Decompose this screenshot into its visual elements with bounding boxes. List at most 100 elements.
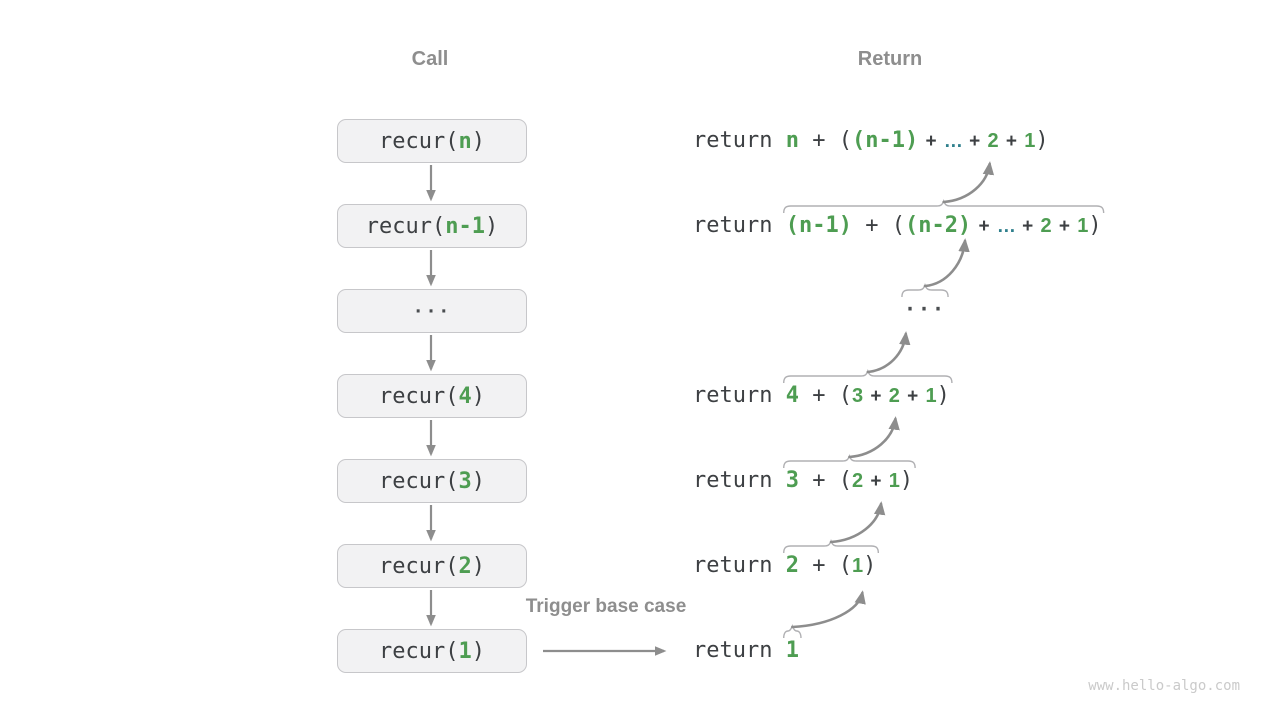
code-token: + — [865, 386, 887, 407]
code-token: return — [693, 638, 786, 663]
code-token: ( — [838, 553, 852, 578]
code-token: return — [693, 468, 786, 493]
overbrace — [783, 199, 1105, 214]
code-token: + — [973, 216, 995, 237]
code-token: ) — [471, 128, 485, 154]
return-flow-arrow — [848, 416, 900, 459]
code-token: 2 — [851, 470, 864, 492]
overbrace — [783, 624, 802, 639]
code-token: + — [798, 383, 839, 408]
code-token: (n-1) — [785, 213, 852, 238]
code-token: 4 — [785, 383, 799, 408]
code-token: ( — [838, 383, 852, 408]
call-box-ellipsis: ··· — [337, 289, 527, 333]
code-token: + — [851, 213, 892, 238]
code-token: 1 — [851, 555, 864, 577]
call-box: recur(2) — [337, 544, 527, 588]
return-expression: 2 + (1) — [786, 553, 877, 579]
code-token: ) — [1035, 128, 1049, 153]
call-box: recur(1) — [337, 629, 527, 673]
code-token: ) — [471, 638, 485, 664]
code-token: + — [901, 386, 924, 407]
return-flow-arrow — [791, 590, 866, 629]
code-token: 2 — [888, 385, 900, 407]
return-flow-arrow — [866, 331, 911, 374]
code-token: + — [1053, 216, 1076, 237]
code-token: 1 — [785, 638, 799, 663]
code-token: (n-1) — [851, 128, 919, 153]
call-box: recur(4) — [337, 374, 527, 418]
code-token: return — [693, 383, 786, 408]
return-expression: 3 + (2 + 1) — [786, 468, 913, 495]
trigger-base-case-label: Trigger base case — [525, 596, 687, 617]
code-token: recur( — [379, 383, 459, 409]
ellipsis-token: … — [996, 216, 1016, 237]
code-token: recur( — [379, 128, 459, 154]
code-token: + — [920, 131, 942, 152]
code-token: + — [865, 471, 887, 492]
overbrace — [901, 283, 949, 298]
watermark: www.hello-algo.com — [1088, 678, 1240, 694]
return-statement: return (n-1) + ((n-2) + … + 2 + 1) — [693, 213, 1102, 240]
code-token: + — [798, 468, 839, 493]
code-token: + — [798, 128, 839, 153]
return-statement: return 3 + (2 + 1) — [693, 468, 913, 495]
code-token: return — [693, 128, 786, 153]
code-token: + — [963, 131, 986, 152]
code-token: 1 — [1024, 130, 1036, 152]
code-token: return — [693, 553, 786, 578]
code-token: ) — [484, 213, 499, 239]
overbrace — [783, 369, 953, 384]
call-box: recur(n-1) — [337, 204, 527, 248]
return-flow-arrow — [942, 161, 995, 204]
code-token: 2 — [1040, 215, 1052, 237]
overbrace — [783, 454, 916, 469]
return-expression: n + ((n-1) + … + 2 + 1) — [786, 128, 1049, 155]
code-token: recur( — [379, 638, 459, 664]
code-token: ( — [838, 128, 852, 153]
code-token: 3 — [785, 468, 799, 493]
code-token: 1 — [1077, 215, 1089, 237]
call-box: recur(n) — [337, 119, 527, 163]
code-token: recur( — [379, 468, 459, 494]
code-token: 3 — [851, 385, 864, 407]
code-token: 4 — [458, 383, 472, 409]
call-column-header: Call — [411, 48, 449, 70]
code-token: ) — [471, 468, 485, 494]
return-statement: return 4 + (3 + 2 + 1) — [693, 383, 950, 410]
code-token: + — [1016, 216, 1039, 237]
code-token: return — [693, 213, 786, 238]
return-statement: return n + ((n-1) + … + 2 + 1) — [693, 128, 1049, 155]
code-token: ) — [471, 553, 485, 579]
code-token: ) — [936, 383, 950, 408]
return-expression: 1 — [786, 638, 799, 664]
return-statement: return 2 + (1) — [693, 553, 876, 579]
code-token: ( — [891, 213, 905, 238]
return-ellipsis: ··· — [903, 297, 947, 321]
return-statement: return 1 — [693, 638, 799, 664]
code-token: (n-2) — [904, 213, 972, 238]
code-token: 3 — [458, 468, 472, 494]
code-token: recur( — [365, 213, 446, 239]
ellipsis-token: … — [943, 131, 963, 152]
code-token: 1 — [458, 638, 472, 664]
code-token: + — [798, 553, 839, 578]
code-token: ) — [863, 553, 877, 578]
return-expression: (n-1) + ((n-2) + … + 2 + 1) — [786, 213, 1102, 240]
code-token: ) — [1088, 213, 1102, 238]
code-token: + — [1000, 131, 1023, 152]
code-token: 2 — [458, 553, 472, 579]
return-column-header: Return — [857, 48, 923, 70]
code-token: 1 — [888, 470, 900, 492]
code-token: 2 — [785, 553, 799, 578]
return-flow-arrow — [829, 501, 886, 544]
code-token: recur( — [379, 553, 459, 579]
ellipsis-label: ··· — [412, 300, 452, 322]
return-expression: 4 + (3 + 2 + 1) — [786, 383, 950, 410]
code-token: n — [458, 128, 472, 154]
return-flow-arrow — [923, 238, 970, 288]
code-token: ) — [899, 468, 914, 493]
overbrace — [783, 539, 880, 554]
code-token: 1 — [925, 385, 937, 407]
